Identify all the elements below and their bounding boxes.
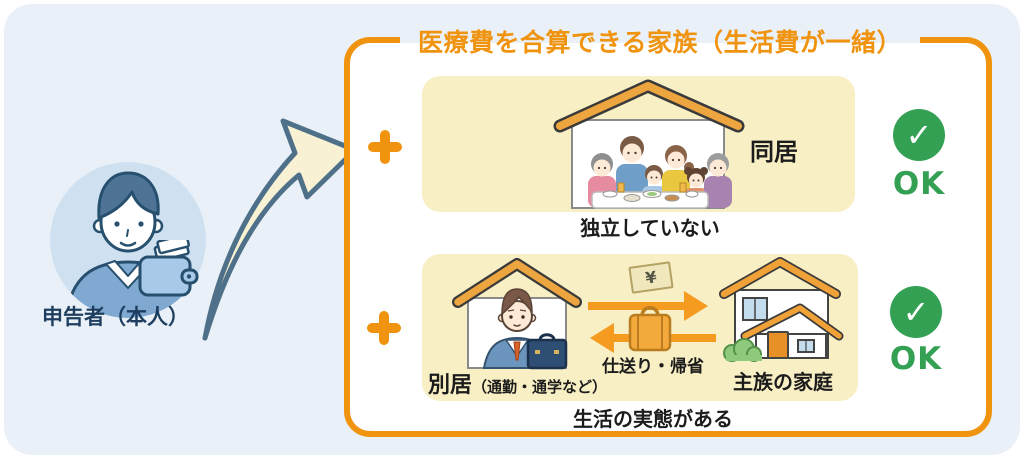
applicant-label: 申告者（本人） (42, 305, 189, 329)
wallet-icon (138, 240, 199, 297)
dinner-table (591, 182, 709, 209)
separate-house-illustration (452, 258, 582, 370)
check-icon: ✓ (893, 109, 945, 161)
row2-caption: 生活の実態がある (573, 407, 733, 431)
suitcase-icon (628, 306, 672, 352)
row2-right-house-label: 主族の家庭 (733, 370, 833, 394)
transfer-label: 仕送り・帰省 (602, 357, 704, 377)
check-icon: ✓ (890, 286, 942, 338)
plus-icon (367, 311, 401, 345)
row1-caption: 独立していない (580, 216, 720, 240)
businessman-icon (482, 288, 568, 370)
money-note-icon: ¥ (628, 261, 674, 294)
family-house-illustration (553, 79, 745, 209)
family-home-illustration (719, 257, 844, 362)
plus-icon (368, 130, 402, 164)
exchange-arrows-icon (588, 291, 716, 353)
frame-title: 医療費を合算できる家族（生活費が一緒） (400, 25, 920, 61)
row2-ok-label: OK (889, 341, 943, 377)
row1-ok-label: OK (892, 166, 946, 202)
row2-left-house-label: 別居（通勤・通学など） (428, 373, 608, 398)
arrow-right-icon (588, 291, 708, 321)
curved-arrow-icon (202, 118, 358, 341)
row1-house-label: 同居 (750, 138, 798, 166)
bush-icon (723, 338, 762, 362)
door (767, 331, 789, 359)
